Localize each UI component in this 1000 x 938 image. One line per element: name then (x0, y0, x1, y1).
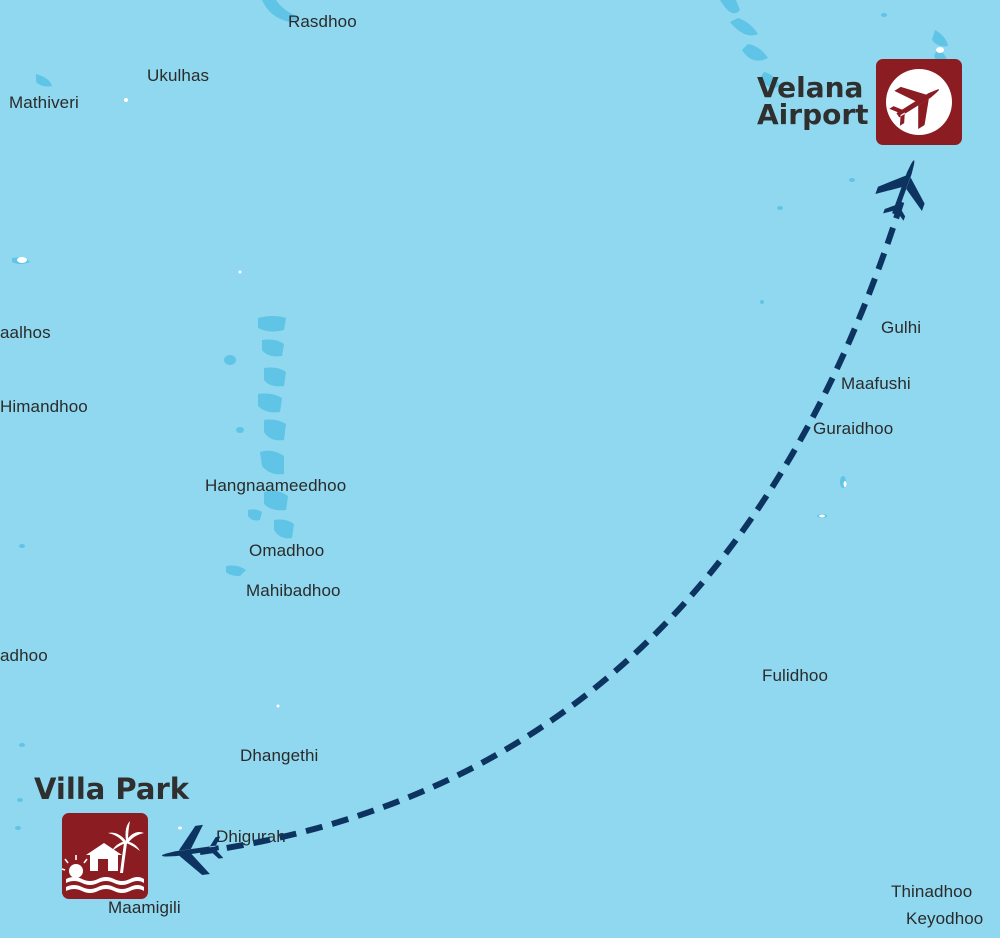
place-label-aalhos: aalhos (0, 323, 51, 342)
beach-resort-icon (62, 821, 144, 893)
airplane-icon (161, 824, 224, 876)
place-label-mathiveri: Mathiveri (9, 93, 79, 112)
place-label-gulhi: Gulhi (881, 318, 922, 337)
place-label-omadhoo: Omadhoo (249, 541, 325, 560)
place-label-hangnaameedhoo: Hangnaameedhoo (205, 476, 347, 495)
place-label-fulidhoo: Fulidhoo (762, 666, 829, 685)
airport-marker[interactable] (876, 59, 962, 145)
place-label-thinadhoo: Thinadhoo (891, 882, 973, 901)
airport-icon (886, 69, 952, 135)
place-label-ukulhas: Ukulhas (147, 66, 210, 85)
route-dashed-line (199, 199, 905, 855)
airport-title: Velana Airport (757, 71, 869, 131)
place-label-maamigili: Maamigili (108, 898, 181, 917)
airplane-icon (875, 160, 925, 221)
place-label-maafushi: Maafushi (841, 374, 911, 393)
place-label-guraidhoo: Guraidhoo (813, 419, 894, 438)
place-label-himandhoo: Himandhoo (0, 397, 88, 416)
place-label-keyodhoo: Keyodhoo (906, 909, 984, 928)
place-label-mahibadhoo: Mahibadhoo (246, 581, 341, 600)
place-label-rasdhoo: Rasdhoo (288, 12, 357, 31)
place-label-adhoo: adhoo (0, 646, 48, 665)
resort-marker[interactable] (62, 813, 148, 899)
resort-title: Villa Park (34, 772, 190, 806)
place-label-dhangethi: Dhangethi (240, 746, 319, 765)
